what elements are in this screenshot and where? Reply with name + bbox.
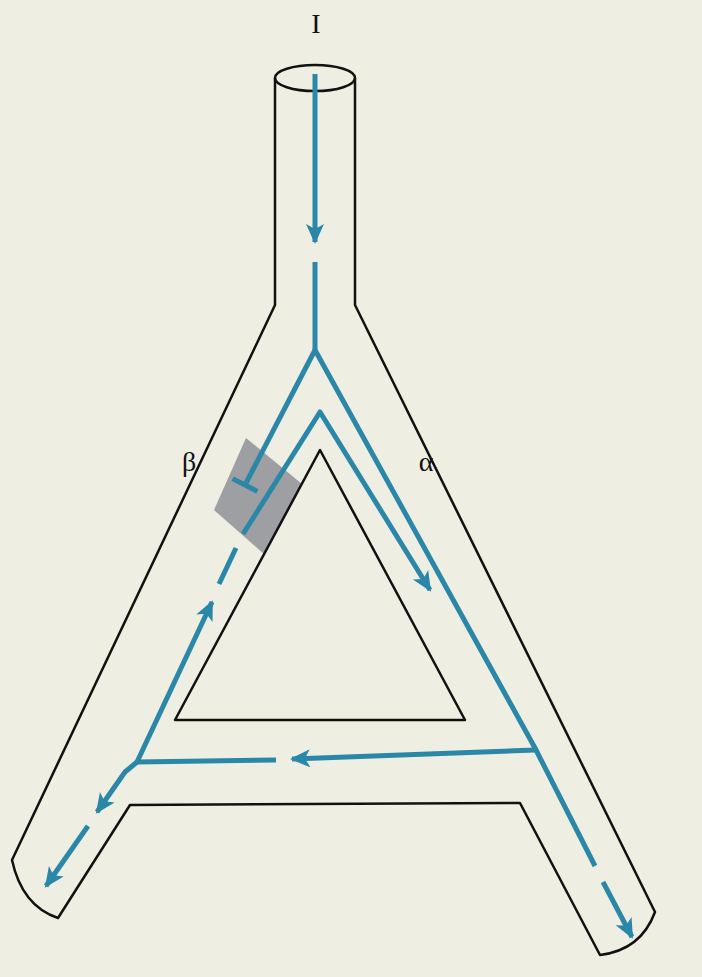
- retrograde-path: [219, 548, 236, 584]
- impulse-arrow: [46, 826, 88, 886]
- impulse-path: [313, 262, 318, 350]
- entry-label: I: [311, 10, 320, 38]
- impulse-arrow: [313, 74, 318, 242]
- fiber-outline: [12, 78, 655, 955]
- impulse-path: [137, 760, 276, 762]
- reentry-arrow: [243, 412, 430, 590]
- inner-hole: [175, 450, 465, 720]
- branch-label: α: [419, 448, 434, 476]
- impulse-arrow: [292, 750, 535, 759]
- retrograde-arrow: [137, 602, 212, 762]
- block-bar: [233, 479, 258, 492]
- blocked-path: [245, 350, 315, 485]
- impulse-arrow: [603, 882, 632, 937]
- impulse-arrow: [97, 762, 137, 812]
- impulse-path: [315, 350, 595, 866]
- branch-label: β: [182, 448, 196, 476]
